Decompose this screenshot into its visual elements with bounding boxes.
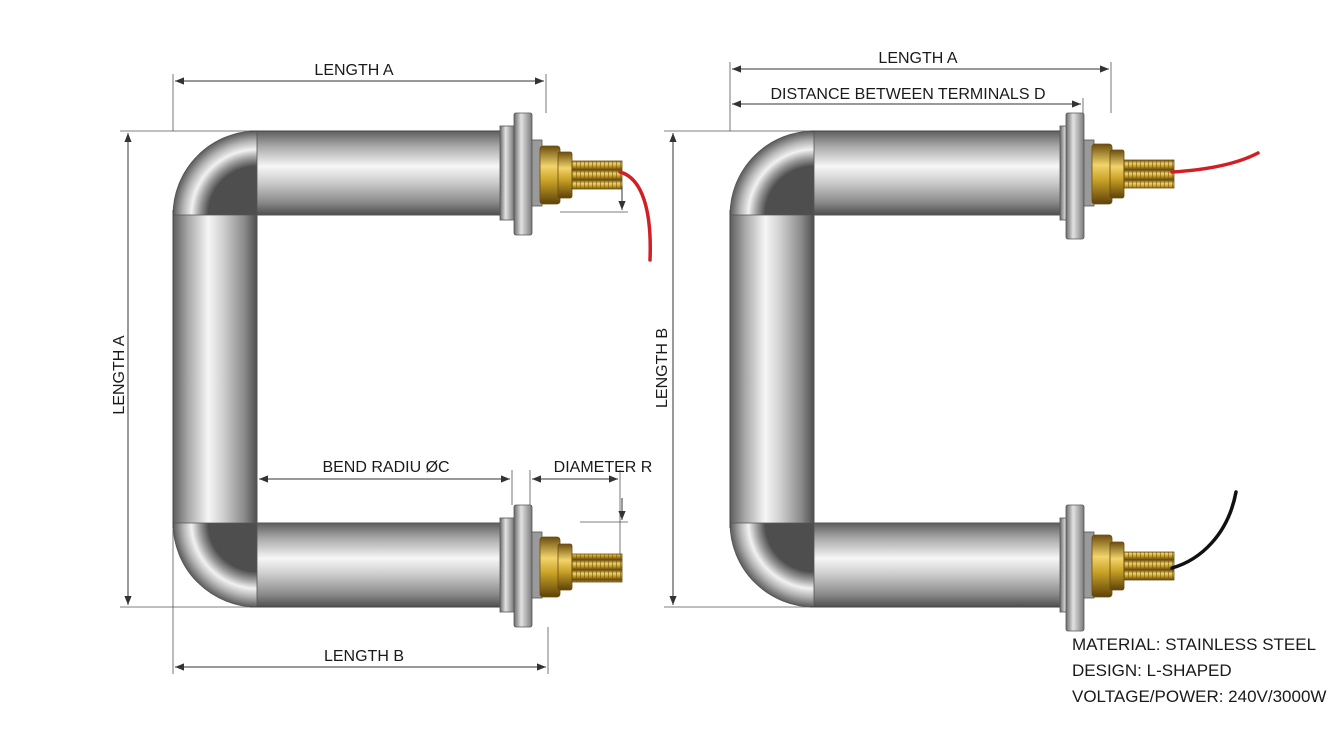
left-tube-top	[250, 131, 502, 215]
left-bottom-dimension-label: LENGTH B	[324, 648, 404, 665]
left-tube-bottom	[250, 523, 502, 607]
right-side-dimension-label: LENGTH B	[654, 328, 671, 408]
right-dimensions: LENGTH A DISTANCE BETWEEN TERMINALS D LE…	[654, 50, 1112, 608]
left-heater	[172, 112, 652, 628]
left-top-dimension-label: LENGTH A	[314, 62, 393, 79]
left-bend-top	[173, 131, 257, 215]
right-bend-bottom	[730, 523, 814, 607]
left-tube-vertical	[173, 210, 257, 528]
left-side-dimension-label: LENGTH A	[111, 335, 128, 414]
right-tube-bottom	[810, 523, 1062, 607]
spec-material: MATERIAL: STAINLESS STEEL	[1072, 635, 1317, 654]
right-heater	[729, 112, 1260, 632]
bend-radius-label: BEND RADIU ØC	[322, 459, 449, 476]
left-terminal-bottom	[499, 504, 623, 628]
spec-voltage-power: VOLTAGE/POWER: 240V/3000W	[1072, 687, 1327, 706]
right-terminal-bottom	[1059, 504, 1175, 632]
left-terminal-top	[499, 112, 623, 236]
terminal-distance-label: DISTANCE BETWEEN TERMINALS D	[771, 86, 1046, 103]
right-tube-vertical	[730, 210, 814, 528]
spec-block: MATERIAL: STAINLESS STEEL DESIGN: L-SHAP…	[1072, 632, 1326, 710]
left-bend-bottom	[173, 523, 257, 607]
diameter-label: DIAMETER R	[554, 459, 653, 476]
right-red-wire	[1170, 151, 1260, 174]
left-dimensions: LENGTH A LENGTH A LENGTH B BEND RADIU ØC…	[111, 62, 652, 674]
left-red-wire	[618, 170, 652, 262]
spec-design: DESIGN: L-SHAPED	[1072, 661, 1232, 680]
right-top-dimension-label: LENGTH A	[878, 50, 957, 67]
right-black-wire	[1170, 490, 1238, 570]
right-terminal-top	[1059, 112, 1175, 240]
right-bend-top	[730, 131, 814, 215]
right-tube-top	[810, 131, 1062, 215]
